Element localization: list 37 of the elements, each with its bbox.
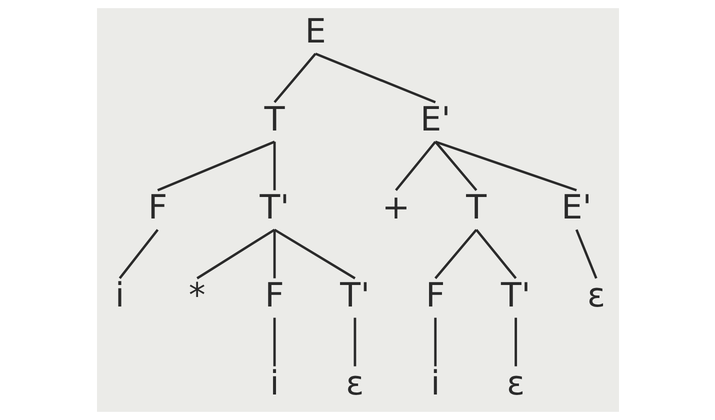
node-text: T' (340, 276, 370, 315)
node-text: T (466, 188, 486, 226)
node-text: i (269, 364, 279, 403)
connector (434, 140, 576, 192)
connector (196, 228, 275, 280)
connector (434, 228, 477, 280)
connector (118, 228, 158, 280)
node-text: ε (345, 364, 364, 403)
connector (272, 230, 276, 278)
node-text: * (188, 276, 205, 315)
node-text: E (304, 11, 326, 50)
connector (314, 52, 436, 104)
connector (272, 318, 276, 366)
node-text: ε (506, 364, 524, 403)
connector (273, 228, 356, 280)
node-text: T' (500, 276, 530, 315)
connector (474, 228, 516, 280)
connector (434, 140, 477, 192)
connector (273, 52, 316, 104)
connector (574, 229, 597, 279)
node-text: i (430, 364, 440, 403)
connector (272, 142, 276, 190)
node-text: i (114, 276, 124, 315)
node-text: + (381, 188, 410, 226)
node-text: E' (420, 99, 450, 138)
connector (394, 140, 436, 192)
connector (353, 318, 356, 366)
node-text: T (264, 99, 284, 138)
node-text: T' (259, 188, 289, 226)
node-text: F (264, 276, 284, 315)
connector (514, 318, 517, 366)
node-text: F (148, 188, 167, 226)
node-text: E' (560, 188, 592, 226)
node-text: F (425, 276, 444, 315)
node-text: ε (586, 276, 605, 315)
connector (156, 140, 274, 192)
connector (434, 318, 436, 366)
